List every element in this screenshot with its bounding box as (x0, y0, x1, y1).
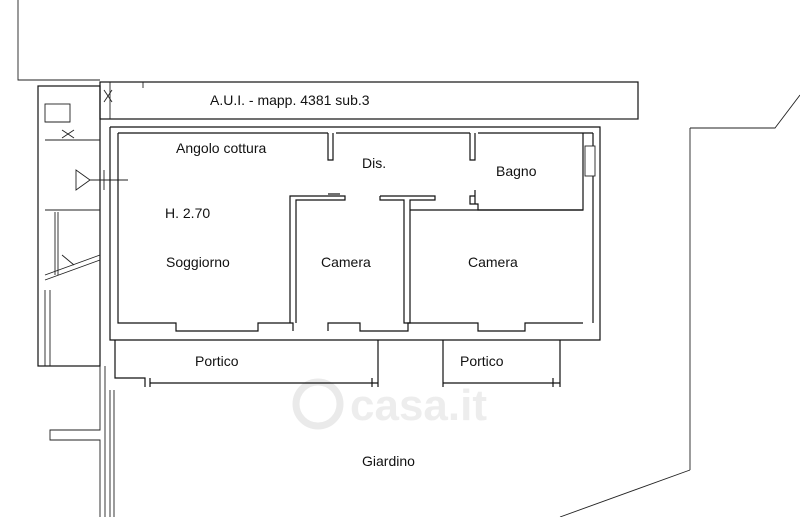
label-height: H. 2.70 (165, 205, 210, 221)
apartment-walls (109, 126, 601, 341)
label-portico-1: Portico (195, 353, 239, 369)
label-dis: Dis. (362, 155, 386, 171)
watermark-logo-icon (292, 378, 344, 430)
portico-left (114, 340, 379, 387)
label-portico-2: Portico (460, 353, 504, 369)
label-aui: A.U.I. - mapp. 4381 sub.3 (210, 92, 370, 108)
stair-area (37, 85, 146, 517)
label-bagno: Bagno (496, 163, 537, 179)
label-angolo-cottura: Angolo cottura (176, 140, 266, 156)
label-camera-2: Camera (468, 254, 518, 270)
label-camera-1: Camera (321, 254, 371, 270)
site-boundary (17, 0, 800, 517)
watermark-text: casa.it (350, 381, 487, 430)
watermark: casa.it (292, 378, 487, 430)
label-giardino: Giardino (362, 453, 415, 469)
label-soggiorno: Soggiorno (166, 254, 230, 270)
portico-right (442, 340, 561, 387)
